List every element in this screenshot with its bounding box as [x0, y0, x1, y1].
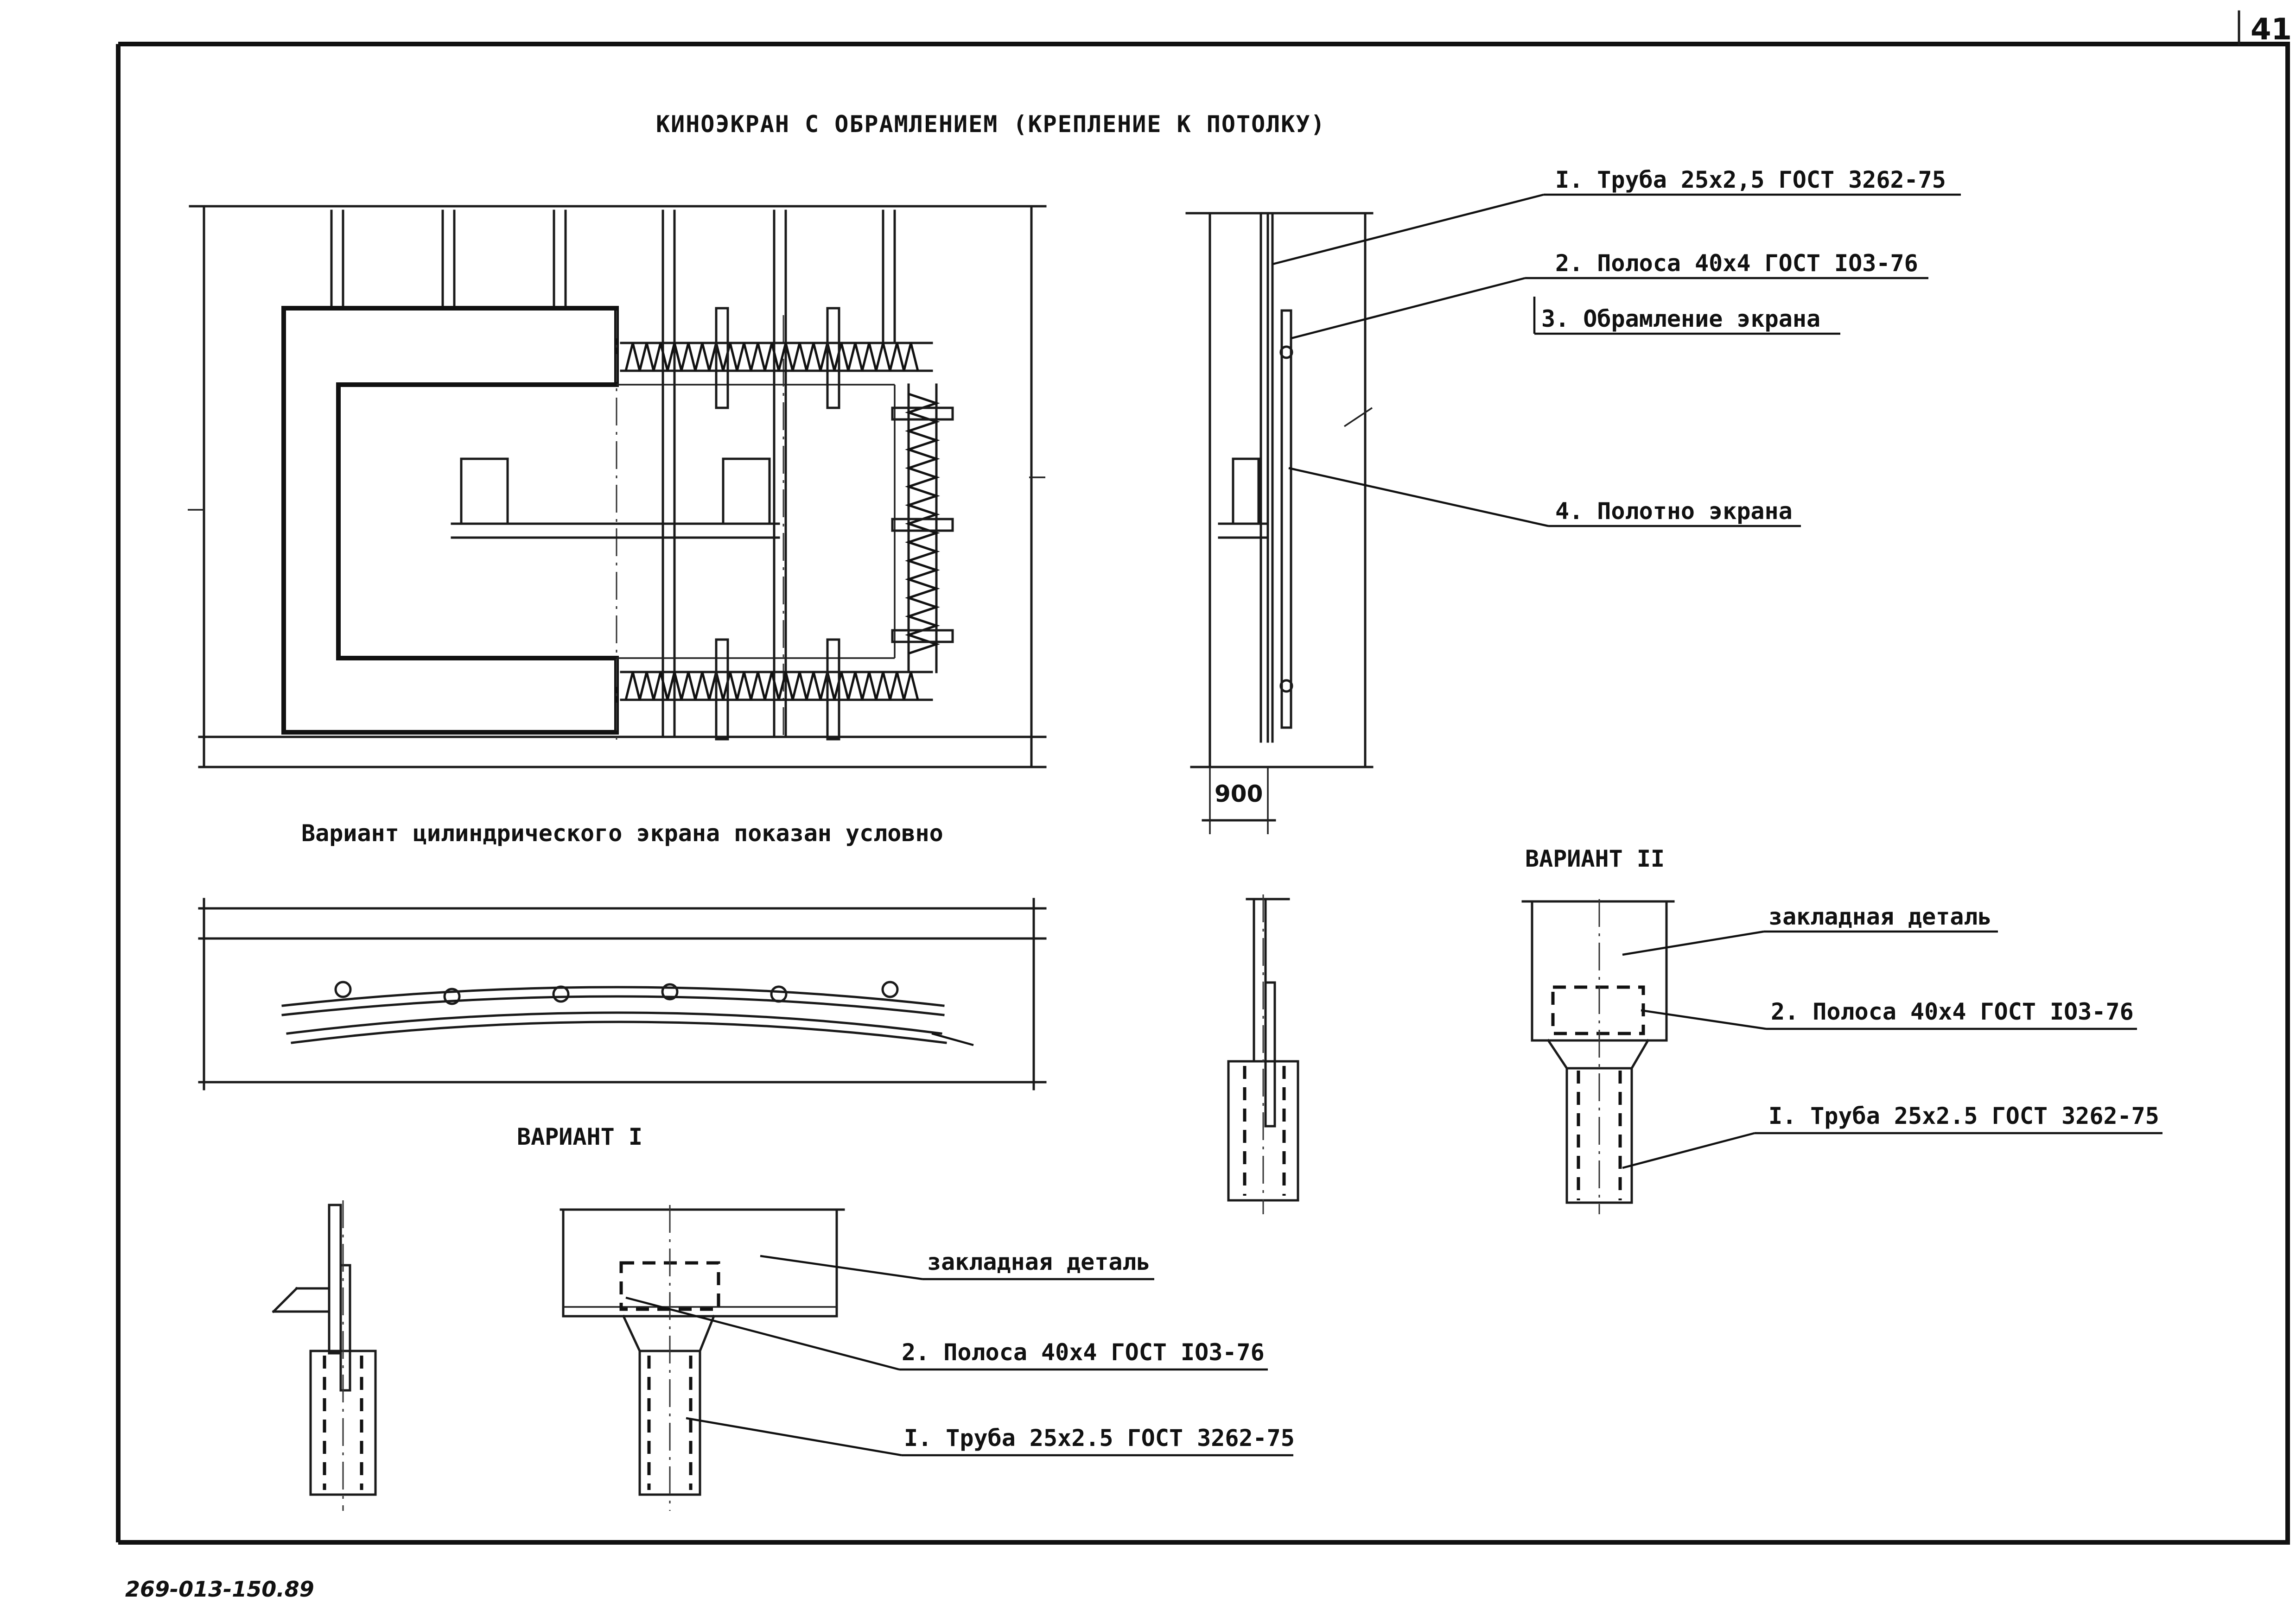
variant1-left-detail: [272, 1200, 377, 1511]
drawing-title: КИНОЭКРАН С ОБРАМЛЕНИЕМ (КРЕПЛЕНИЕ К ПОТ…: [656, 111, 1326, 138]
variant2-heading: ВАРИАНТ II: [1525, 845, 1665, 872]
variant1-heading: ВАРИАНТ I: [517, 1123, 642, 1150]
sheet-number: 41: [2251, 13, 2292, 47]
callout-pipe: I. Труба 25х2,5 ГОСТ 3262-75: [1555, 166, 1946, 193]
variant1-embedded-label: закладная деталь: [927, 1249, 1151, 1275]
drawing-code: 269-013-150.89: [125, 1577, 314, 1602]
variant2-embedded-label: закладная деталь: [1768, 903, 1992, 930]
plan-view: [188, 205, 1047, 768]
callout-frame: 3. Обрамление экрана: [1541, 305, 1820, 332]
small-section: [1227, 894, 1299, 1214]
variant2-detail: [1521, 899, 2162, 1214]
sheet-frame: [116, 10, 2290, 1545]
variant1-strip-label: 2. Полоса 40х4 ГОСТ IO3-76: [902, 1339, 1265, 1366]
variant2-pipe-label: I. Труба 25х2.5 ГОСТ 3262-75: [1768, 1103, 2159, 1129]
variant1-right-detail: [560, 1205, 1293, 1511]
callout-strip: 2. Полоса 40х4 ГОСТ IO3-76: [1555, 250, 1918, 277]
dimension-900: 900: [1215, 780, 1263, 807]
cylindrical-plan: [198, 898, 1047, 1090]
note-cylindrical: Вариант цилиндрического экрана показан у…: [301, 820, 943, 847]
section-view: [1185, 212, 1374, 834]
section-callouts: [1272, 193, 1961, 527]
variant1-pipe-label: I. Труба 25х2.5 ГОСТ 3262-75: [904, 1425, 1295, 1452]
callout-canvas: 4. Полотно экрана: [1555, 498, 1793, 525]
variant2-strip-label: 2. Полоса 40х4 ГОСТ IO3-76: [1771, 998, 2134, 1025]
